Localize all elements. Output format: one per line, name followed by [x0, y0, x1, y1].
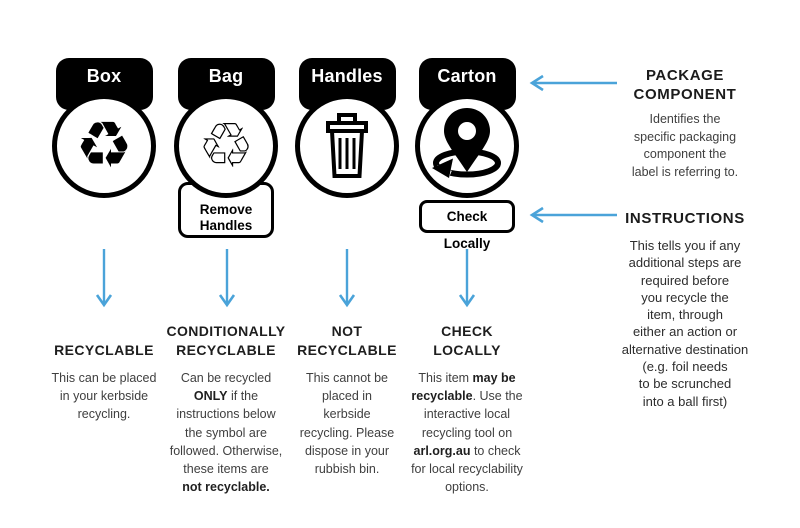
column-not-recyclable: NOT RECYCLABLE This cannot be placed in …	[280, 314, 414, 478]
column-heading: NOT RECYCLABLE	[297, 323, 397, 358]
label-title: Carton	[437, 66, 497, 86]
recycling-outline-icon: ♲	[174, 94, 278, 198]
annotation-body: This tells you if any additional steps a…	[621, 238, 749, 409]
down-arrow	[218, 249, 236, 308]
arl-label-box: Box ♻	[52, 58, 156, 240]
down-arrow	[95, 249, 113, 308]
left-arrow	[529, 74, 617, 92]
column-body: This can be placed in your kerbside recy…	[51, 371, 157, 422]
annotation-body: Identifies the specific packaging compon…	[631, 112, 739, 179]
column-heading: CHECK LOCALLY	[433, 323, 501, 358]
rubbish-bin-icon	[295, 94, 399, 198]
column-conditionally-recyclable: CONDITIONALLY RECYCLABLE Can be recycled…	[159, 314, 293, 496]
down-arrow	[458, 249, 476, 308]
down-arrow	[338, 249, 356, 308]
label-title: Handles	[311, 66, 383, 86]
annotation-heading: PACKAGE COMPONENT	[633, 67, 737, 103]
column-recyclable: RECYCLABLE This can be placed in your ke…	[37, 314, 171, 424]
column-heading: RECYCLABLE	[54, 342, 154, 358]
location-pin-icon	[415, 94, 519, 198]
annotation-package-component: PACKAGE COMPONENT Identifies the specifi…	[596, 66, 774, 181]
annotation-heading: INSTRUCTIONS	[625, 210, 745, 227]
left-arrow	[529, 206, 617, 224]
arl-label-handles: Handles	[295, 58, 399, 240]
recycling-solid-icon: ♻	[52, 94, 156, 198]
column-heading: CONDITIONALLY RECYCLABLE	[166, 323, 286, 358]
label-title: Box	[86, 66, 122, 86]
label-title: Bag	[208, 66, 244, 86]
arl-label-carton: Carton Check Locally	[415, 58, 519, 251]
label-instruction: Check Locally	[419, 200, 515, 251]
annotation-instructions: INSTRUCTIONS This tells you if any addit…	[596, 209, 774, 410]
arl-label-bag: Bag Remove Handles ♲	[174, 58, 278, 240]
column-body: This cannot be placed in kerbside recycl…	[299, 371, 395, 477]
